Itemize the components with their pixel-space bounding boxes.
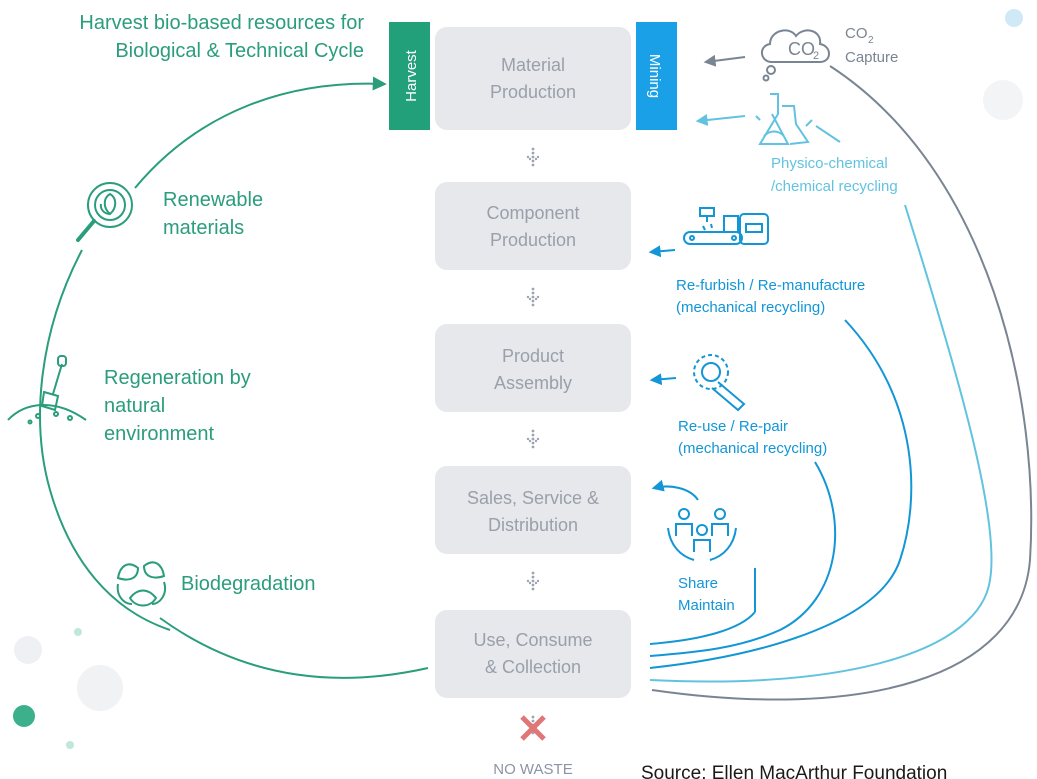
share-arrow — [651, 479, 699, 501]
renewable-line-1: Renewable — [163, 189, 263, 211]
renewable-line-2: materials — [163, 217, 244, 239]
stage-label-line2: Production — [490, 230, 576, 250]
header-line-2: Biological & Technical Cycle — [115, 40, 364, 62]
stage-component-production: Component Production — [435, 182, 631, 270]
share-line-1: Share — [678, 575, 718, 592]
refurbish-line-1: Re-furbish / Re-manufacture — [676, 277, 865, 294]
stage-label-line2: & Collection — [485, 657, 581, 677]
reuse-loop — [649, 461, 837, 657]
biodegradation-label: Biodegradation — [181, 573, 316, 595]
chemical-arrow — [695, 114, 746, 126]
chemical-line-1: Physico-chemical — [771, 155, 888, 172]
bio-arc-bottom — [159, 617, 429, 679]
stage-label-line1: Material — [501, 55, 565, 75]
dotted-arrow — [526, 147, 540, 167]
dotted-arrow — [526, 429, 540, 449]
flask-icon — [755, 93, 813, 145]
refurbish-loop — [649, 319, 913, 669]
mining-label: Mining — [646, 54, 663, 98]
stage-label-line2: Assembly — [494, 373, 572, 393]
co2-cloud-text: CO — [788, 39, 815, 59]
header-line-1: Harvest bio-based resources for — [79, 12, 364, 34]
regeneration-line-2: natural — [104, 395, 165, 417]
co2-capture-label: Capture — [845, 49, 898, 66]
stage-use-consume-collection: Use, Consume & Collection — [435, 610, 631, 698]
bio-arc-left — [39, 249, 171, 631]
magnifier-leaf-icon — [76, 182, 133, 242]
stage-label-line2: Production — [490, 82, 576, 102]
share-loop — [649, 611, 756, 645]
decorative-dots — [13, 9, 1023, 749]
chemical-tick — [815, 125, 841, 143]
co2-cloud-sub: 2 — [813, 50, 819, 62]
mining-bar — [636, 22, 677, 130]
stage-label-line2: Distribution — [488, 515, 578, 535]
stage-label-line1: Sales, Service & — [467, 488, 599, 508]
source-note: Source: Ellen MacArthur Foundation — [641, 763, 947, 779]
co2-label-main: CO — [845, 25, 868, 42]
refurbish-arrow — [648, 245, 676, 258]
no-waste-label: NO WASTE — [493, 761, 572, 778]
stage-sales-service-distribution: Sales, Service & Distribution — [435, 466, 631, 554]
stage-material-production: Material Production — [435, 27, 631, 130]
co2-arrow — [703, 54, 746, 67]
co2-loop — [651, 65, 1033, 701]
recycle-leaf-icon — [116, 561, 166, 607]
co2-cloud-icon — [761, 29, 830, 82]
stage-product-assembly: Product Assembly — [435, 324, 631, 412]
stage-label-line1: Product — [502, 346, 564, 366]
share-line-2: Maintain — [678, 597, 735, 614]
factory-conveyor-icon — [683, 207, 769, 245]
harvest-bar — [389, 22, 430, 130]
regeneration-line-3: environment — [104, 423, 215, 445]
reuse-line-2: (mechanical recycling) — [678, 440, 827, 457]
chemical-line-2: /chemical recycling — [771, 178, 898, 195]
chemical-loop — [649, 204, 993, 683]
dotted-arrow — [526, 287, 540, 307]
co2-label-sub: 2 — [868, 35, 874, 46]
people-share-icon — [667, 508, 737, 561]
wrench-gear-icon — [693, 354, 746, 412]
refurbish-line-2: (mechanical recycling) — [676, 299, 825, 316]
stage-label-line1: Use, Consume — [473, 630, 592, 650]
shovel-soil-icon — [7, 355, 87, 425]
no-waste-cross-icon — [520, 715, 546, 741]
bio-arc-top — [134, 76, 387, 189]
reuse-arrow — [649, 373, 677, 386]
stage-label-line1: Component — [486, 203, 579, 223]
harvest-label: Harvest — [403, 49, 420, 102]
regeneration-line-1: Regeneration by — [104, 367, 251, 389]
dotted-arrow — [526, 571, 540, 591]
reuse-line-1: Re-use / Re-pair — [678, 418, 788, 435]
